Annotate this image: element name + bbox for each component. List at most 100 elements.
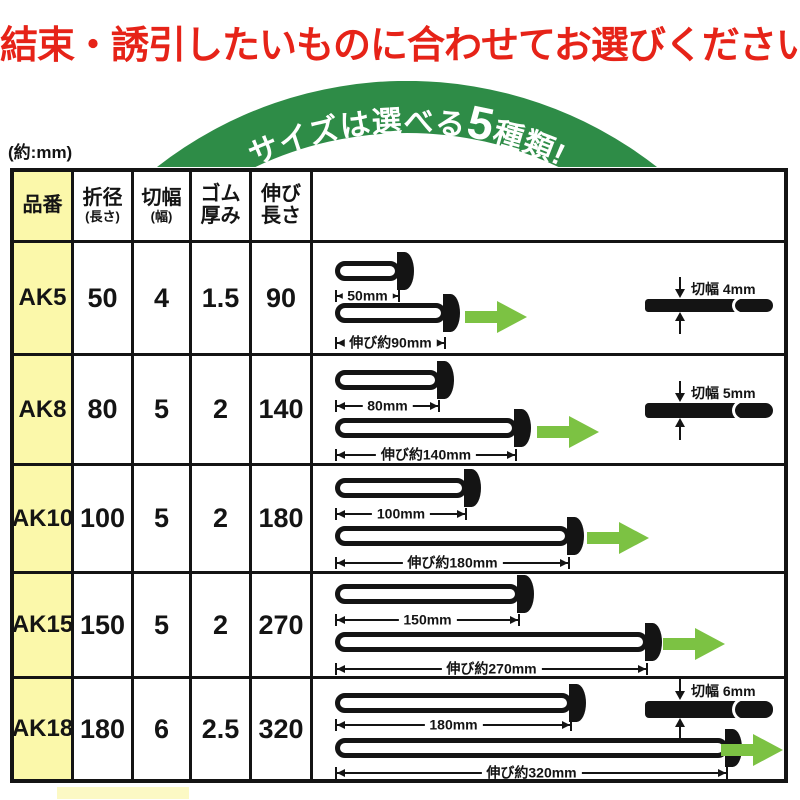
cut-width-label: 切幅 6mm [691, 683, 756, 699]
col-header-thickness-line2: 厚み [200, 205, 241, 227]
arrowhead-right-icon [436, 339, 444, 347]
ak18-fold-diameter: 180 [74, 679, 134, 779]
col-header-part-label: 品番 [22, 194, 63, 217]
band-head [569, 684, 586, 722]
length-label: 50mm [342, 287, 393, 304]
spec-table: 品番 折径(長さ) 切幅(幅) ゴム厚み 伸び長さ AK5 50 4 1.5 9… [10, 168, 788, 783]
band-head [443, 294, 460, 332]
cut-width-diagram: 切幅 4mm [645, 277, 784, 334]
band-head [437, 361, 454, 399]
rubber-band-graphic [335, 252, 414, 290]
unit-note: (約:mm) [8, 143, 73, 162]
stretched-band-graphic [335, 623, 662, 661]
ak18-cut-width: 6 [134, 679, 192, 779]
ak5-thickness: 1.5 [192, 243, 252, 356]
band-loop [335, 370, 440, 390]
arrowhead-left-icon [337, 721, 345, 729]
band-loop [335, 584, 520, 604]
stretch-label: 伸び約320mm [481, 764, 582, 779]
band-head [397, 252, 414, 290]
green-arrow-icon [537, 416, 599, 448]
part-number-ak5: AK5 [14, 243, 74, 356]
arch-band-shape [157, 81, 657, 167]
ak8-fold-diameter: 80 [74, 356, 134, 466]
band-cross-section [645, 399, 773, 422]
arrow-up-icon [675, 718, 685, 727]
arrowhead-left-icon [337, 616, 345, 624]
col-header-fold: 折径(長さ) [74, 172, 134, 243]
cut-width-label: 切幅 5mm [691, 385, 756, 401]
arrow-down-icon [675, 289, 685, 298]
rubber-band-graphic [335, 361, 454, 399]
stretch-dimension: 伸び約320mm [335, 764, 728, 779]
ak15-fold-diameter: 150 [74, 574, 134, 679]
part-number-ak18: AK18 [12, 679, 74, 779]
size-arch-banner: サイズは選べる5種類! [157, 81, 657, 168]
arrowhead-left-icon [337, 451, 345, 459]
length-dimension: 80mm [335, 397, 440, 414]
ak10-thickness: 2 [192, 466, 252, 574]
arrow-up-icon [675, 418, 685, 427]
rubber-band-graphic [335, 575, 534, 613]
arrow-down-icon [675, 393, 685, 402]
band-crescent [732, 295, 744, 316]
ak10-fold-diameter: 100 [74, 466, 134, 574]
rubber-band-graphic [335, 469, 481, 507]
arrowhead-left-icon [337, 402, 345, 410]
green-arrow-icon [587, 522, 649, 554]
length-dimension: 50mm [335, 287, 400, 304]
band-loop [335, 632, 648, 652]
arrowhead-right-icon [457, 510, 465, 518]
part-number-ak10: AK10 [12, 466, 74, 574]
band-loop [335, 478, 467, 498]
band-head [517, 575, 534, 613]
stray-yellow-artifact [57, 787, 189, 799]
col-header-stretch-line2: 長さ [261, 205, 301, 227]
col-header-cut-sub: (幅) [150, 208, 173, 224]
ak10-cut-width: 5 [134, 466, 192, 574]
length-label: 80mm [362, 397, 413, 414]
arrowhead-right-icon [507, 451, 515, 459]
ak5-cut-width: 4 [134, 243, 192, 356]
ak15-stretch-length: 270 [252, 574, 313, 679]
col-header-stretch: 伸び長さ [252, 172, 313, 243]
col-header-stretch-line1: 伸び [261, 183, 301, 206]
band-head [645, 623, 662, 661]
col-header-illustration [313, 172, 784, 243]
stretched-band-graphic [335, 409, 531, 447]
ak18-illustration: 180mm 伸び約320mm 切幅 6mm [313, 679, 784, 779]
ak8-cut-width: 5 [134, 356, 192, 466]
col-header-fold-sub: (長さ) [85, 208, 120, 224]
ak15-illustration: 150mm 伸び約270mm [313, 574, 784, 679]
arrowhead-right-icon [718, 769, 726, 777]
green-arrow-icon [663, 628, 725, 660]
cut-width-diagram: 切幅 6mm [645, 679, 784, 740]
ak10-illustration: 100mm 伸び約180mm [313, 466, 784, 574]
length-label: 150mm [398, 611, 457, 628]
stretched-band-graphic [335, 294, 460, 332]
ak5-stretch-length: 90 [252, 243, 313, 356]
stretch-label: 伸び約270mm [441, 660, 542, 676]
ak8-stretch-length: 140 [252, 356, 313, 466]
stretched-band-graphic [335, 729, 742, 767]
part-number-ak8: AK8 [14, 356, 74, 466]
length-dimension: 150mm [335, 611, 520, 628]
band-head [567, 517, 584, 555]
stretch-label: 伸び約180mm [402, 554, 503, 571]
ak18-thickness: 2.5 [192, 679, 252, 779]
stretched-band-graphic [335, 517, 584, 555]
ak15-cut-width: 5 [134, 574, 192, 679]
band-head [464, 469, 481, 507]
length-label: 100mm [371, 505, 431, 522]
arrowhead-left-icon [337, 510, 345, 518]
stretch-label: 伸び約140mm [375, 446, 477, 463]
arrowhead-right-icon [562, 721, 570, 729]
arrowhead-left-icon [337, 665, 345, 673]
col-header-thickness-line1: ゴム [200, 183, 241, 206]
ak5-fold-diameter: 50 [74, 243, 134, 356]
length-label: 180mm [424, 716, 483, 733]
band-loop [335, 693, 572, 713]
band-crescent [732, 399, 744, 422]
stretch-dimension: 伸び約270mm [335, 660, 648, 676]
arrowhead-left-icon [337, 339, 345, 347]
